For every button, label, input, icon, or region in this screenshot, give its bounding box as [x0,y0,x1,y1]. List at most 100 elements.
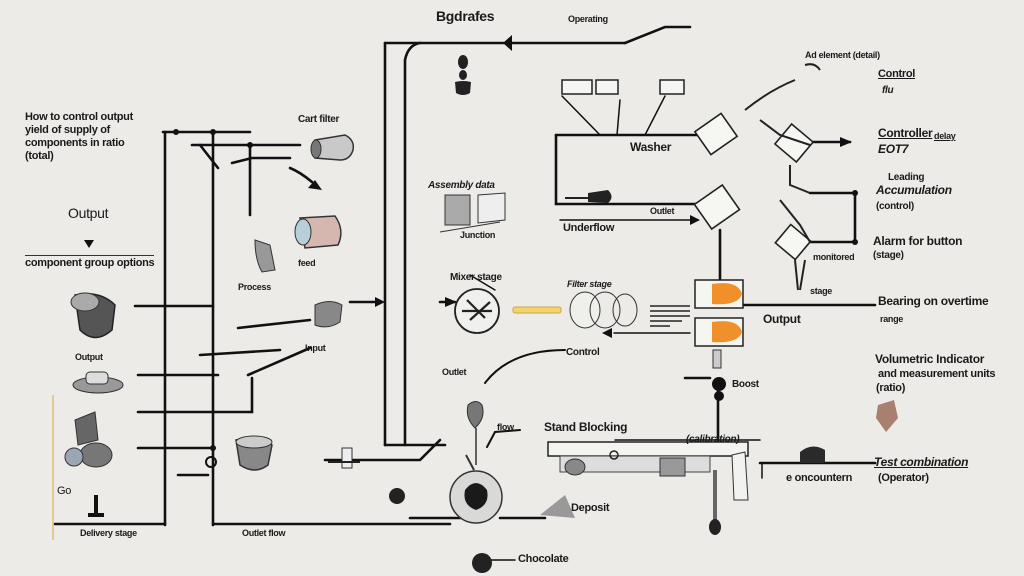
blocking-unit [540,441,825,535]
node-dot [389,488,405,504]
top-main-end [623,25,692,45]
arrowhead-icon [840,137,852,147]
output-heading: Output [68,205,109,221]
center-post [328,447,360,469]
bucket-component [235,435,273,471]
underflow-plug [565,190,612,203]
junction-dot [247,142,253,148]
bottom-left-label: Go [57,485,72,497]
junction-dot [852,239,858,245]
junction-dot [210,129,216,135]
washer-label: Washer [630,140,672,154]
right-bottom-title: Test combination [874,455,969,469]
small-valve-top [455,55,471,95]
assembly-component [254,215,342,273]
bottom-label: Chocolate [518,553,569,565]
right-item-sub: range [880,314,904,324]
low-link [323,438,442,462]
filter-caption: Filter stage [567,279,612,289]
hopper-component [70,292,343,339]
small-caption-3: Process [238,282,271,292]
unit-label: Stand Blocking [544,420,628,434]
vortex-label: Mixer stage [450,272,502,283]
branch-curve [230,156,292,165]
right-item-title: Bearing on overtime [878,294,989,308]
assembly-label: Assembly data [428,180,495,191]
branch-line [198,143,220,170]
arrow-label-2: feed [298,258,316,268]
diag-to-box-2 [616,99,621,136]
pump-dot [712,377,726,391]
note-line-4: (total) [25,150,54,162]
right-note-line-2: and measurement units [878,368,996,380]
vortex-component [454,288,638,334]
bottom-center-caption: Outlet flow [242,528,286,538]
right-item-title: Controller [878,126,933,140]
orange-heater-units [650,279,744,369]
right-item-sub: EOT7 [878,142,909,156]
curve-to-label [484,349,566,384]
arrowheads [84,35,852,338]
vortex-spike [469,274,496,291]
cartridge-component [310,134,355,161]
output-caption: component group options [25,255,155,269]
bottom-left-caption: Delivery stage [80,528,137,538]
hat-component [52,371,124,540]
lower-caption: Deposit [571,502,610,514]
right-item-sub: flu [882,85,894,96]
right-top-note: Ad element (detail) [805,50,880,60]
assembly-data-component [439,192,506,233]
arrowhead-icon [602,328,612,338]
diag-line-2 [236,318,312,330]
brown-arrow-icon [876,400,898,432]
right-item-extra: delay [934,131,956,141]
arrowhead-icon [375,297,385,307]
junction-dot [173,129,179,135]
center-label: Control [566,347,600,358]
center-flower [389,401,503,573]
washer-boxes [561,79,685,95]
diag-to-box-3 [644,95,666,136]
right-item-sub: (control) [876,201,914,212]
right-note-line-1: Volumetric Indicator [875,352,985,366]
connector-lines [53,25,877,561]
diag-to-box-1 [561,95,601,136]
cartridge-label: Cart filter [298,114,340,125]
node-dot [472,553,492,573]
output-node-label: Output [763,312,801,326]
boost-label: Boost [732,379,759,390]
right-diamond-boxes [693,112,815,261]
junction-dot [852,190,858,196]
center-pointer [486,429,521,448]
right-item-title: Accumulation [876,183,952,197]
v-main-2 [403,41,422,447]
top-small-label: Operating [568,14,608,24]
small-caption-1: Output [75,352,103,362]
flow-caption: Outlet [650,206,675,216]
right-item-title: Control [878,68,916,80]
valve-caption: (calibration) [686,434,740,445]
diagram-title: Bgdrafes [436,8,495,24]
junction-dots [173,129,858,451]
junction-dot [210,445,216,451]
note-line-2: yield of supply of [25,124,111,136]
small-caption-2: Input [305,343,326,353]
arrowhead-icon [84,240,94,248]
assembly-caption: Junction [460,230,496,240]
arrow-label: flow [497,422,514,432]
arrowhead-icon [503,35,512,51]
pump-dot-2 [714,391,724,401]
right-bottom-sub: (Operator) [878,472,929,484]
arrowhead-icon [308,180,322,190]
right-bottom-left-label: e oncountern [786,472,853,484]
note-line-3: components in ratio [25,137,125,149]
spec-text-lines [650,305,690,327]
diag-line [246,346,312,377]
underflow-label: Underflow [563,222,615,234]
right-item-sub: (stage) [873,250,904,261]
curved-arrow [288,166,314,184]
diag-line-3 [198,348,282,357]
right-rot-caption: monitored [813,252,855,262]
right-tree-lines [744,63,821,291]
